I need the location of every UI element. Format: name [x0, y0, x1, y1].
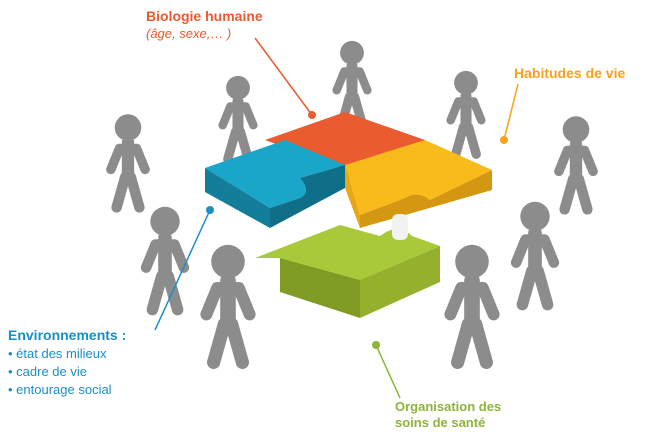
list-item: entourage social [8, 381, 126, 399]
list-item: état des milieux [8, 345, 126, 363]
person-figure [451, 71, 482, 154]
puzzle-piece-blue [205, 140, 345, 228]
connector-dot [206, 206, 214, 214]
person-figure [111, 114, 145, 207]
list-item: cadre de vie [8, 363, 126, 381]
person-figure [559, 116, 593, 209]
label-title: Environnements : [8, 327, 127, 343]
connector-dot [372, 341, 380, 349]
label-subtitle: (âge, sexe,… ) [146, 26, 232, 41]
person-figure [146, 207, 184, 310]
label-title: Biologie humaine [146, 8, 263, 24]
label-biologie-humaine: Biologie humaine (âge, sexe,… ) [146, 7, 263, 43]
person-figure [223, 76, 254, 159]
connector-dot [500, 136, 508, 144]
connector-dot [308, 111, 316, 119]
label-habitudes-de-vie: Habitudes de vie [514, 65, 626, 81]
environnement-list: état des milieux cadre de vie entourage … [8, 345, 126, 399]
label-organisation-soins: Organisation des soins de santé [395, 399, 501, 431]
label-line1: Organisation des [395, 399, 502, 414]
person-figure [516, 202, 554, 305]
puzzle-piece-yellow [345, 140, 492, 228]
person-figure [450, 245, 493, 363]
label-line2: soins de santé [395, 415, 486, 430]
person-figure [337, 41, 368, 124]
person-figure [206, 245, 249, 363]
connectors [154, 37, 519, 399]
puzzle-piece-green [255, 214, 440, 318]
puzzle-hole [392, 214, 408, 240]
label-environnements: Environnements : état des milieux cadre … [8, 326, 126, 399]
